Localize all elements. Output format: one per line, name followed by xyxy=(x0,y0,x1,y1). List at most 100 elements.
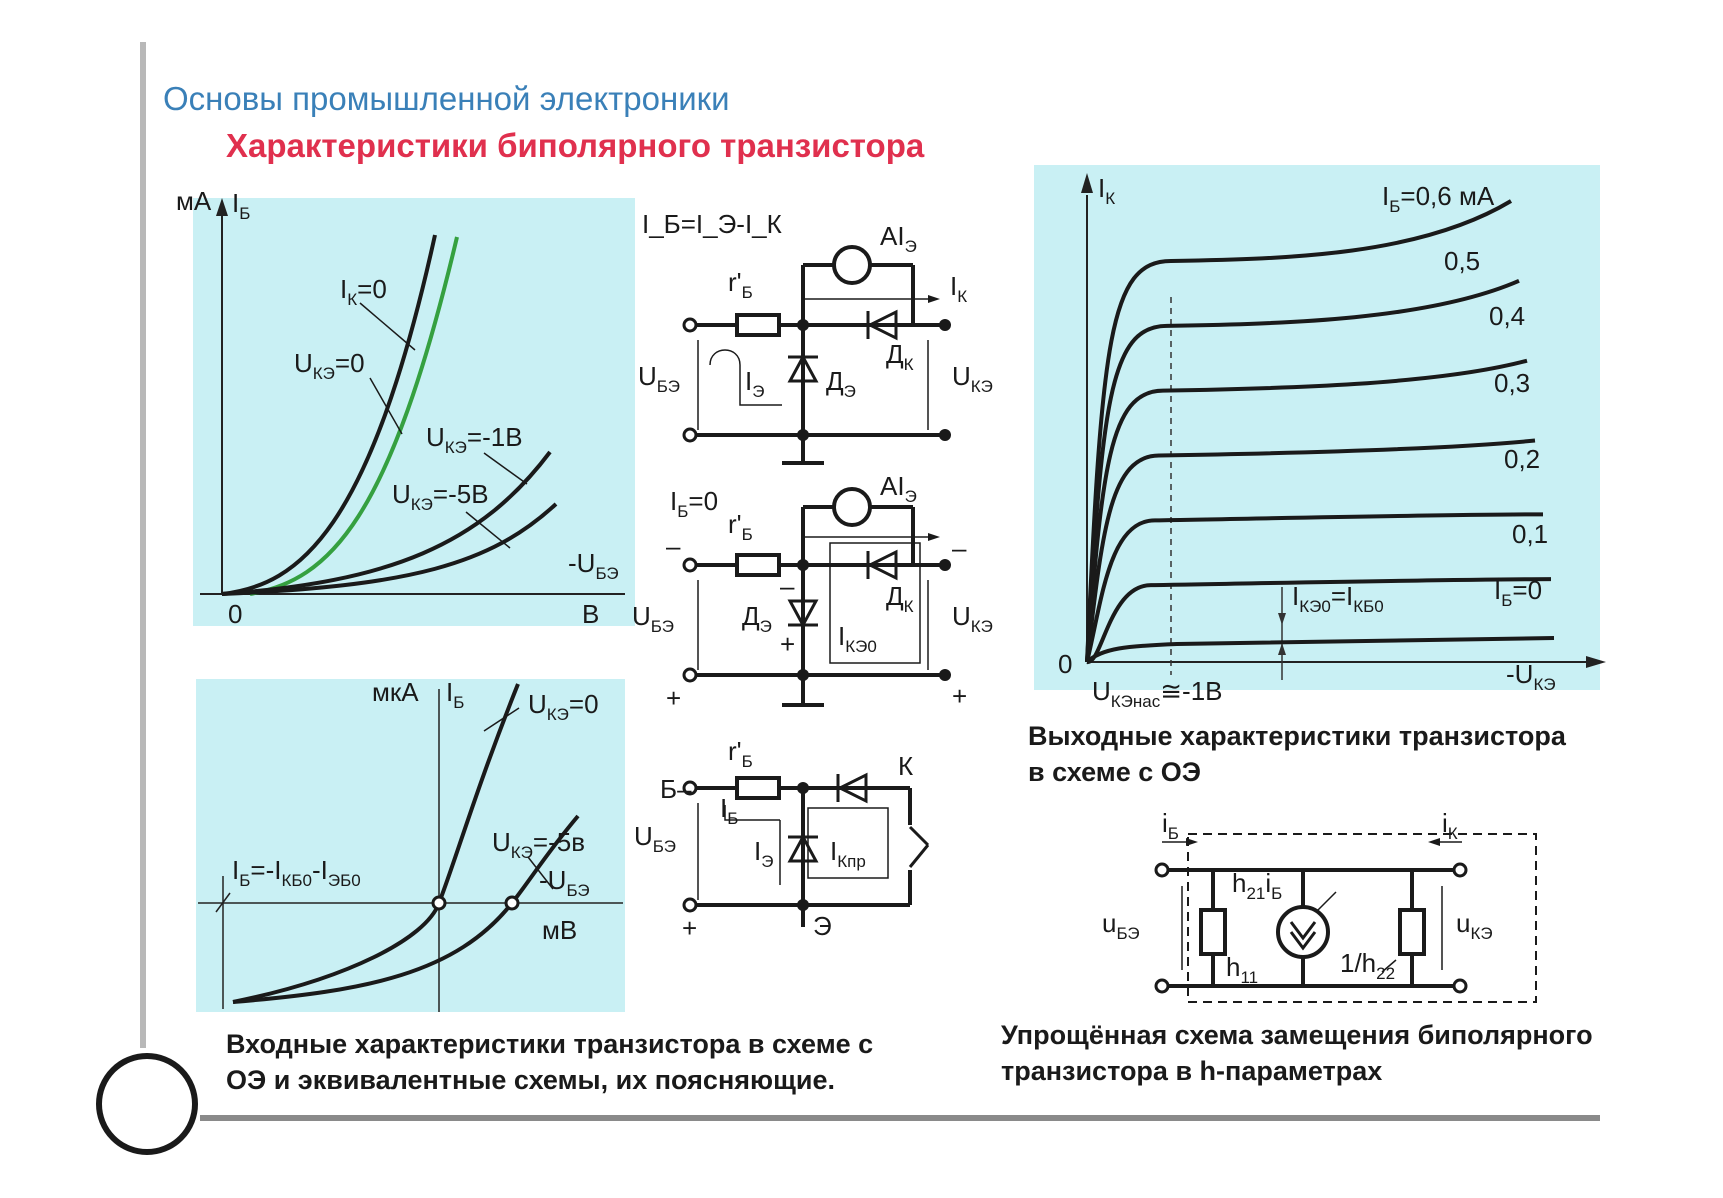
svg-text:IБ=0: IБ=0 xyxy=(670,486,718,521)
input-caption: Входные характеристики транзистора в схе… xyxy=(226,1029,874,1095)
svg-text:Э: Э xyxy=(813,911,832,941)
svg-text:ДК: ДК xyxy=(886,339,914,374)
svg-text:h11: h11 xyxy=(1226,952,1258,987)
svg-text:UБЭ: UБЭ xyxy=(632,601,674,636)
input-origin: 0 xyxy=(228,599,242,629)
svg-text:r'Б: r'Б xyxy=(728,736,753,771)
svg-text:iБ: iБ xyxy=(1162,808,1179,843)
equivalent-circuits: I_Б=I_Э-I_К AIЭ r'Б IК ДК ДЭ IЭ UБЭ UКЭ xyxy=(632,209,993,943)
input-chart: мА IБ -UБЭ В 0 IК=0 UКЭ=0 UКЭ=-1В UКЭ=-5… xyxy=(176,190,625,629)
output-curve-5 xyxy=(1086,577,1552,664)
svg-text:AIЭ: AIЭ xyxy=(880,471,917,506)
svg-text:ДК: ДК xyxy=(886,581,914,616)
leader-uke5 xyxy=(465,511,511,549)
circuit-1 xyxy=(690,245,945,465)
curve-label-05: 0,5 xyxy=(1444,246,1480,276)
hparam-caption: Упрощённая схема замещения биполярного т… xyxy=(1001,1020,1593,1086)
curve-rev-uke0 xyxy=(232,683,520,1004)
label-uke0: UКЭ=0 xyxy=(294,348,365,383)
saturation-label: UКЭнас≅-1В xyxy=(1092,676,1223,710)
output-curve-2 xyxy=(1085,358,1528,663)
reverse-y-unit: мкА xyxy=(372,679,419,707)
svg-text:IБ: IБ xyxy=(446,679,464,712)
output-curve-6 xyxy=(1085,636,1555,664)
rev-label-uke0: UКЭ=0 xyxy=(528,689,599,724)
slide-title: Характеристики биполярного транзистора xyxy=(226,127,925,164)
svg-text:IК: IК xyxy=(950,271,967,306)
rev-point-2 xyxy=(504,895,520,911)
circuit-2-parts: IБ=0 AIЭ r'Б ДК ДЭ IКЭ0 UБЭ UКЭ – – – + … xyxy=(632,471,993,713)
circuit-3-parts: r'Б Б– К Э IБ IЭ IКпр UБЭ + xyxy=(634,736,930,943)
svg-text:+: + xyxy=(666,683,681,713)
svg-text:-UБЭ: -UБЭ xyxy=(568,548,619,583)
svg-text:-UБЭ: -UБЭ xyxy=(539,865,590,900)
leader-ik0 xyxy=(359,302,416,351)
output-curves xyxy=(1085,199,1555,664)
svg-text:r'Б: r'Б xyxy=(728,509,753,544)
svg-text:мА: мА xyxy=(176,190,212,216)
svg-text:UБЭ: UБЭ xyxy=(634,821,676,856)
output-curve-0 xyxy=(1085,199,1513,663)
input-chart-panel xyxy=(193,198,635,626)
svg-text:uБЭ: uБЭ xyxy=(1102,908,1140,943)
curve-uke-1 xyxy=(221,450,552,596)
svg-text:1/h22: 1/h22 xyxy=(1340,948,1395,983)
svg-text:UКЭ: UКЭ xyxy=(952,601,993,636)
curve-uke-5 xyxy=(221,502,558,596)
svg-text:r'Б: r'Б xyxy=(728,267,753,302)
curve-label-04: 0,4 xyxy=(1489,301,1525,331)
rev-point-1 xyxy=(431,895,447,911)
svg-text:–: – xyxy=(780,571,795,601)
svg-text:IКпр: IКпр xyxy=(830,836,866,871)
curve-rev-uke5 xyxy=(232,814,580,1004)
svg-text:IК: IК xyxy=(1098,173,1115,208)
leader-uke1 xyxy=(483,452,528,485)
svg-text:IБ: IБ xyxy=(232,190,250,223)
output-curve-3 xyxy=(1085,438,1536,663)
reverse-chart: мкА IБ UКЭ=0 UКЭ=-5в IБ=-IКБ0-IЭБ0 -UБЭ … xyxy=(198,679,623,1012)
output-x-axis-label: -U xyxy=(1506,659,1533,689)
svg-text:+: + xyxy=(780,629,795,659)
svg-text:UКЭ: UКЭ xyxy=(952,361,993,396)
curve-label-01: 0,1 xyxy=(1512,519,1548,549)
output-curve-1 xyxy=(1085,278,1520,663)
svg-text:-UКЭ: -UКЭ xyxy=(1506,659,1556,694)
h-parameter-circuit: iБ iК uБЭ uКЭ h21iБ h11 1/h22 xyxy=(1102,808,1537,1003)
circuit-1-parts: I_Б=I_Э-I_К AIЭ r'Б IК ДК ДЭ IЭ UБЭ UКЭ xyxy=(638,209,993,443)
svg-text:ДЭ: ДЭ xyxy=(826,366,856,401)
leak-label: IКЭ0=IКБ0 xyxy=(1292,581,1384,616)
input-y-unit: мА xyxy=(176,190,212,216)
curve-label-03: 0,3 xyxy=(1494,368,1530,398)
curve-uke0 xyxy=(249,236,459,596)
svg-text:iК: iК xyxy=(1442,808,1458,843)
curve-label-0: IБ=0 xyxy=(1494,575,1542,610)
output-chart-panel xyxy=(1034,165,1600,690)
svg-text:UБЭ: UБЭ xyxy=(638,361,680,396)
svg-text:+: + xyxy=(952,681,967,711)
label-ik0: IК=0 xyxy=(340,274,387,309)
svg-text:–: – xyxy=(952,533,967,563)
course-title: Основы промышленной электроники xyxy=(163,80,730,117)
input-x-axis-label: -U xyxy=(568,548,595,578)
slide-circle-ornament xyxy=(96,1053,198,1155)
rev-label-crossing: IБ=-IКБ0-IЭБ0 xyxy=(232,855,361,890)
svg-text:ДЭ: ДЭ xyxy=(742,601,772,636)
svg-text:Б–: Б– xyxy=(660,774,692,804)
c1-formula: I_Б=I_Э-I_К xyxy=(642,209,782,239)
curve-label-06: IБ=0,6 мА xyxy=(1382,181,1495,216)
label-uke5: UКЭ=-5В xyxy=(392,479,489,514)
leader-uke0 xyxy=(369,377,403,435)
reverse-x-unit: мВ xyxy=(542,915,577,945)
curve-label-02: 0,2 xyxy=(1504,444,1540,474)
circuit-2 xyxy=(690,487,945,707)
output-caption: Выходные характеристики транзистора в сх… xyxy=(1028,721,1566,787)
output-origin: 0 xyxy=(1058,649,1072,679)
label-uke1: UКЭ=-1В xyxy=(426,422,523,457)
svg-text:uКЭ: uКЭ xyxy=(1456,908,1493,943)
svg-text:К: К xyxy=(898,751,913,781)
svg-text:IКЭ0: IКЭ0 xyxy=(838,621,877,656)
curve-ik0 xyxy=(221,234,437,596)
input-y-arrow xyxy=(216,198,228,216)
svg-text:IБ: IБ xyxy=(720,793,738,828)
svg-text:+: + xyxy=(682,913,697,943)
